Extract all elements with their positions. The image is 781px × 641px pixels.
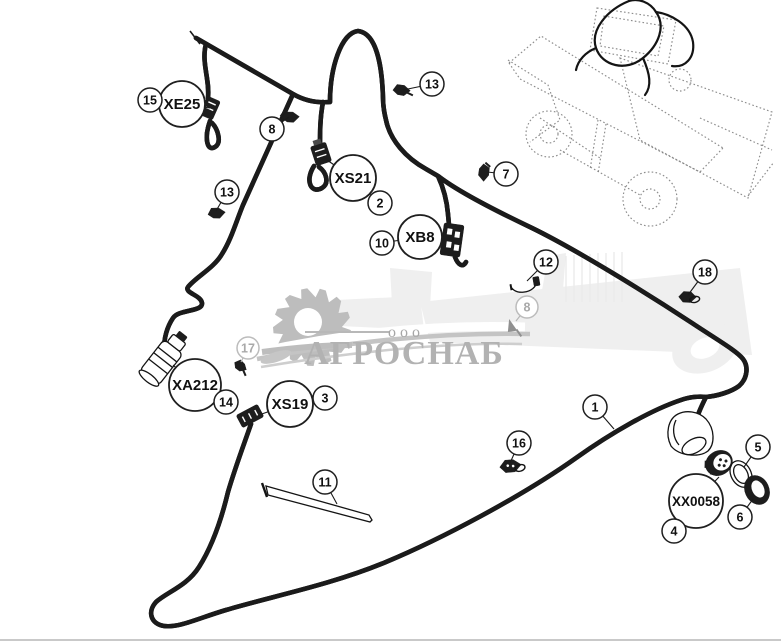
item-number-circle <box>493 161 519 187</box>
clip-7 <box>478 161 491 182</box>
callout-5[interactable]: 5 <box>743 434 771 468</box>
clip-8-faded <box>507 319 523 337</box>
callout-11[interactable]: 11 <box>312 469 338 505</box>
watermark-prefix: ооо <box>388 324 424 341</box>
item-number-text: 8 <box>524 301 531 315</box>
item-number-circle <box>214 179 240 205</box>
connector-label-text: XE25 <box>164 96 201 113</box>
wiring-harness-overlay <box>574 0 695 97</box>
callout-8[interactable]: 8 <box>515 295 539 322</box>
clip-13-top <box>392 84 414 97</box>
item-number-circle <box>367 190 393 216</box>
item-number-text: 4 <box>671 525 678 539</box>
connector-xs21 <box>310 138 332 166</box>
item-number-text: 6 <box>737 511 744 525</box>
callout-13[interactable]: 13 <box>214 179 240 212</box>
balloon-xx0058[interactable]: XX0058 4 <box>661 473 724 544</box>
item-number-circle <box>137 87 163 113</box>
callout-7[interactable]: 7 <box>486 161 519 187</box>
item-number-circle <box>661 518 687 544</box>
connector-label-text: XS19 <box>272 396 309 413</box>
connector-label-text: XS21 <box>335 170 372 187</box>
item-number-circle <box>259 116 285 142</box>
item-number-circle <box>236 336 260 360</box>
item-number-text: 18 <box>698 266 712 280</box>
item-number-circle <box>745 434 771 460</box>
item-number-text: 8 <box>269 123 276 137</box>
connector-label-text: XX0058 <box>672 494 721 509</box>
balloon-xs19[interactable]: XS19 3 <box>258 380 338 428</box>
item-number-text: 11 <box>318 476 331 490</box>
item-number-circle <box>515 295 539 319</box>
item-number-text: 3 <box>322 392 329 406</box>
connector-label-circle <box>168 358 222 412</box>
page-bottom-edge <box>0 639 781 641</box>
connector-label-circle <box>668 473 724 529</box>
connector-xx0058-nut <box>744 475 770 505</box>
clamp-12 <box>509 276 541 293</box>
connector-xa212 <box>138 331 188 387</box>
item-number-circle <box>692 259 718 285</box>
item-number-text: 13 <box>220 186 234 200</box>
connector-label-circle <box>329 154 377 202</box>
callout-13[interactable]: 13 <box>402 71 445 97</box>
item-number-circle <box>213 389 239 415</box>
item-number-circle <box>419 71 445 97</box>
item-number-text: 1 <box>592 401 599 415</box>
item-number-circle <box>312 469 338 495</box>
connector-label-text: XB8 <box>405 229 434 246</box>
connector-xs19 <box>236 404 264 428</box>
gear-with-swoosh-icon <box>254 288 531 369</box>
callout-16[interactable]: 16 <box>506 430 532 464</box>
clip-8 <box>279 110 300 123</box>
item-number-text: 14 <box>219 396 233 410</box>
connector-xx0058-boot <box>667 411 714 456</box>
item-number-text: 7 <box>503 168 510 182</box>
item-number-text: 17 <box>241 342 255 356</box>
connector-label-circle <box>266 380 314 428</box>
callout-17[interactable]: 17 <box>236 336 260 363</box>
item-number-text: 10 <box>375 237 389 251</box>
item-number-text: 12 <box>539 256 553 270</box>
callout-18[interactable]: 18 <box>687 259 718 296</box>
balloon-xb8[interactable]: XB8 10 <box>369 214 445 260</box>
connector-xx0058-plug <box>704 450 733 476</box>
item-number-text: 16 <box>512 437 526 451</box>
item-number-text: 15 <box>143 94 157 108</box>
parts-layer <box>138 84 770 523</box>
harness-artwork <box>151 28 746 626</box>
item-number-text: 13 <box>425 78 439 92</box>
combine-harvester-sketch <box>507 0 775 227</box>
callout-8[interactable]: 8 <box>259 116 290 142</box>
clip-18 <box>678 291 701 304</box>
connector-label-text: XA212 <box>172 377 218 394</box>
balloon-xe25[interactable]: XE25 15 <box>137 80 211 128</box>
rod-11 <box>260 482 373 523</box>
watermark: ооо АГРОСНАБ <box>254 252 752 374</box>
callout-6[interactable]: 6 <box>727 498 754 530</box>
watermark-title: АГРОСНАБ <box>304 335 504 372</box>
clip-17 <box>234 359 247 377</box>
callout-1[interactable]: 1 <box>582 394 615 430</box>
item-number-circle <box>533 249 559 275</box>
clip-13-left <box>207 207 226 219</box>
clip-16 <box>499 459 526 473</box>
item-number-circle <box>727 504 753 530</box>
item-number-circle <box>369 230 395 256</box>
item-number-circle <box>582 394 608 420</box>
item-number-text: 2 <box>377 197 384 211</box>
item-number-circle <box>506 430 532 456</box>
item-number-circle <box>312 385 338 411</box>
item-number-text: 5 <box>755 441 762 455</box>
connector-label-circle <box>397 214 443 260</box>
balloon-xs21[interactable]: XS21 2 <box>326 154 393 216</box>
callout-12[interactable]: 12 <box>526 249 559 282</box>
connector-xb8 <box>439 222 465 258</box>
